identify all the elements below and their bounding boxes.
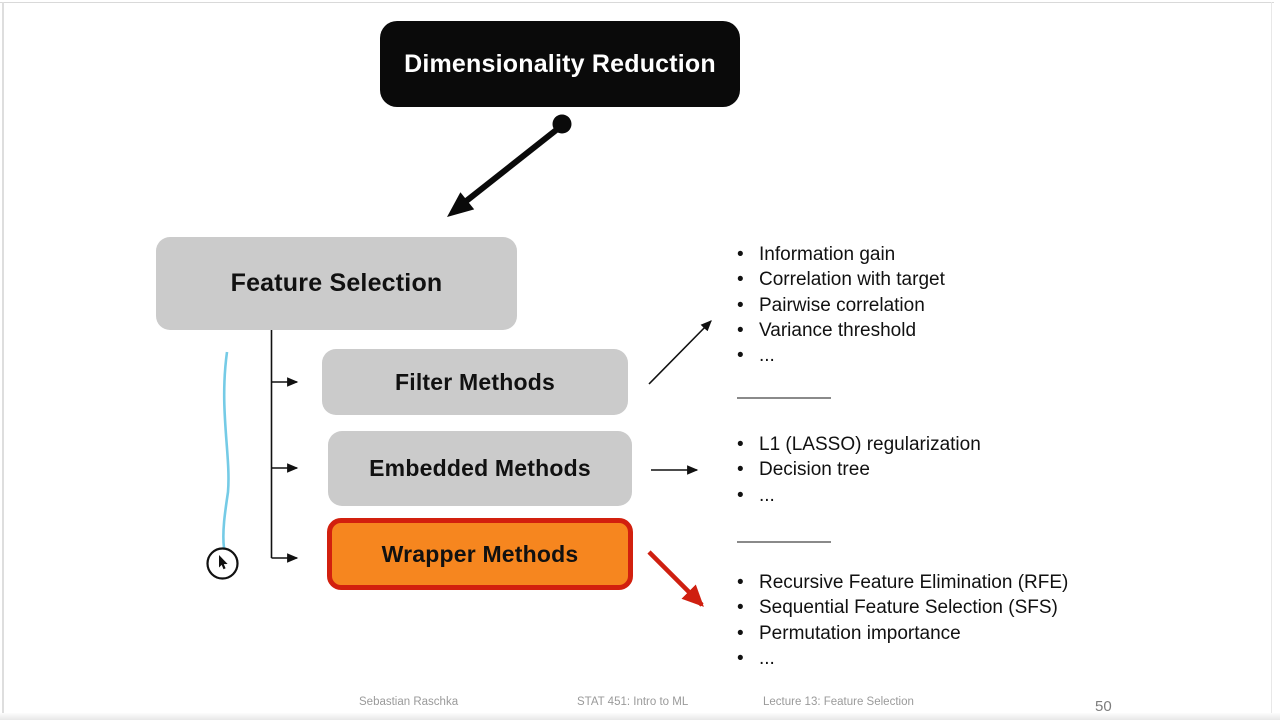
annotation-blue-stroke — [222, 351, 230, 549]
list-item: ... — [732, 343, 945, 369]
list-item: L1 (LASSO) regularization — [732, 432, 981, 458]
list-item: ... — [732, 646, 1068, 672]
embedded-methods-box: Embedded Methods — [328, 431, 632, 506]
footer-lecture: Lecture 13: Feature Selection — [763, 696, 914, 708]
frame-edge-left — [2, 2, 4, 714]
list-item: Permutation importance — [732, 621, 1068, 647]
list-item: Correlation with target — [732, 267, 945, 293]
frame-edge-bottom — [0, 713, 1280, 720]
filter-methods-list: Information gain Correlation with target… — [732, 242, 945, 369]
list-item: Information gain — [732, 242, 945, 268]
wrapper-methods-list: Recursive Feature Elimination (RFE) Sequ… — [732, 570, 1068, 671]
list-item: Sequential Feature Selection (SFS) — [732, 595, 1068, 621]
dimensionality-reduction-box: Dimensionality Reduction — [380, 21, 740, 107]
list-item: Pairwise correlation — [732, 293, 945, 319]
arrow-filter-to-list — [648, 320, 712, 385]
cursor-highlight — [206, 547, 239, 580]
embedded-methods-list: L1 (LASSO) regularization Decision tree … — [732, 432, 981, 508]
feature-selection-box: Feature Selection — [156, 237, 517, 330]
list-item: ... — [732, 483, 981, 509]
frame-edge-top — [0, 2, 1274, 3]
filter-methods-box: Filter Methods — [322, 349, 628, 415]
arrow-title-to-feature-selection — [447, 114, 572, 217]
footer-author: Sebastian Raschka — [359, 696, 459, 708]
frame-edge-right — [1271, 2, 1272, 714]
mouse-pointer-icon — [219, 555, 228, 570]
list-item: Variance threshold — [732, 318, 945, 344]
page-number: 50 — [1095, 698, 1112, 715]
list-item: Recursive Feature Elimination (RFE) — [732, 570, 1068, 596]
feature-selection-branch-lines — [270, 330, 299, 563]
list-item: Decision tree — [732, 457, 981, 483]
footer-course: STAT 451: Intro to ML — [577, 696, 689, 708]
wrapper-methods-box: Wrapper Methods — [327, 518, 633, 590]
arrow-wrapper-to-list — [647, 550, 704, 607]
